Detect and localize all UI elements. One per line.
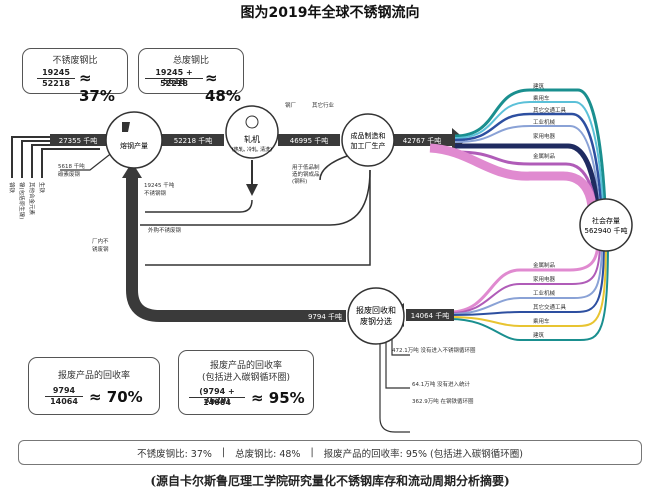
total-scrap-ratio-card: 总废钢比 19245 + 5618 52218 ≈ 48%: [138, 48, 244, 105]
flow-fab-band: [392, 134, 452, 146]
eol-collected-label: 14064 千吨: [411, 311, 450, 320]
node-collection: 报废回收和 废钢分选: [347, 287, 405, 345]
svg-text:成品制造和: 成品制造和: [351, 131, 386, 140]
svg-text:社会存量: 社会存量: [592, 216, 620, 225]
sector-in-labels: 建筑 乘用车 其它交通工具 工业机械 家用电器 金属制品: [533, 82, 567, 160]
card-denominator: 14064: [50, 397, 78, 406]
summary-sep: |: [221, 447, 226, 458]
input-total-label: 27355 千吨: [59, 136, 98, 145]
svg-text:建筑: 建筑: [533, 331, 545, 339]
nonfab-line2: 造的钢成品: [292, 170, 320, 178]
melt-output-label: 52218 千吨: [174, 136, 213, 145]
prompt-scrap-line1: 厂内不: [92, 237, 109, 245]
node-stock: 社会存量 562940 千吨: [579, 198, 633, 252]
flow-rolling-band: [278, 134, 340, 146]
fab-output-label: 42767 千吨: [403, 136, 442, 145]
sectors-out-bundle: [388, 239, 609, 341]
card-result: ≈ 70%: [89, 388, 143, 406]
svg-text:工业机械: 工业机械: [533, 289, 556, 297]
side-labels: 5618 千吨 碳素废钢 19245 千吨 不锈钢钢 钢厂 其它行业 用于低品制…: [58, 101, 335, 253]
mill-scrap-label: 外购不锈废钢: [148, 226, 182, 234]
carbon-scrap-value: 5618 千吨: [58, 162, 85, 170]
card-denominator: 52218: [160, 79, 188, 88]
stainless-scrap-ratio-card: 不锈废钢比 19245 52218 ≈ 37%: [22, 48, 128, 105]
recycling-loop-rate-card: 报废产品的回收率 (包括进入碳钢循环圈) (9794 + 3629) 14064…: [178, 350, 314, 415]
stainless-scrap-value: 19245 千吨: [144, 181, 175, 189]
flow-melt-band: [162, 134, 224, 146]
summary-sep: |: [310, 447, 314, 458]
input-labels: 铬铁 镍(包括原生镍) 其他合金元素 生铁: [8, 182, 46, 219]
card-result: ≈ 95%: [251, 389, 305, 407]
source-caption: (源自卡尔斯鲁厄理工学院研究量化不锈钢库存和流动周期分析摘要): [150, 474, 510, 488]
svg-text:金属制品: 金属制品: [533, 152, 556, 160]
flow-input-band: [50, 134, 108, 146]
svg-text:生铁: 生铁: [38, 182, 46, 194]
card-result: ≈ 37%: [79, 69, 115, 105]
svg-text:其它交通工具: 其它交通工具: [533, 303, 567, 311]
flow-labels: 27355 千吨 52218 千吨 46995 千吨 42767 千吨 9794…: [59, 136, 450, 321]
card-numerator: (9794 + 3629): [199, 387, 235, 405]
card-numerator: 19245: [42, 68, 70, 77]
card-denominator: 52218: [42, 79, 70, 88]
summary-stainless: 不锈废钢比: 37%: [137, 448, 212, 460]
svg-text:工业机械: 工业机械: [533, 118, 556, 126]
loss-labels: 472.1万吨 没有进入不锈钢循环圈 64.1万吨 没有进入统计 362.9万吨…: [392, 346, 476, 405]
card-title: 报废产品的回收率: [57, 371, 130, 381]
diagram-title: 图为2019年全球不锈钢流向: [240, 5, 420, 21]
sectors-in-bundle: [429, 88, 607, 211]
card-denominator: 14064: [203, 398, 231, 407]
svg-text:乘用车: 乘用车: [533, 317, 550, 325]
scrap-return-label: 9794 千吨: [308, 312, 342, 321]
svg-text:(热轧, 冷轧, 清洗): (热轧, 冷轧, 清洗): [232, 146, 272, 153]
node-melting: 熔钢产量: [105, 111, 163, 169]
svg-text:金属制品: 金属制品: [533, 261, 556, 269]
summary-total: 总废钢比: 48%: [235, 448, 301, 460]
svg-text:镍(包括原生镍): 镍(包括原生镍): [18, 182, 26, 219]
summary-bar: 不锈废钢比: 37% | 总废钢比: 48% | 报废产品的回收率: 95% (…: [18, 440, 642, 465]
sector-out-labels: 金属制品 家用电器 工业机械 其它交通工具 乘用车 建筑: [533, 261, 567, 339]
svg-text:64.1万吨 没有进入统计: 64.1万吨 没有进入统计: [412, 380, 470, 388]
other-industry-label: 其它行业: [312, 101, 335, 109]
recycling-rate-card: 报废产品的回收率 9794 14064 ≈ 70%: [28, 357, 160, 415]
nonfab-line3: (钢料): [292, 177, 307, 185]
node-fabrication: 成品制造和 加工厂生产: [341, 113, 395, 167]
summary-recycling: 报废产品的回收率: 95% (包括进入碳钢循环圈): [323, 448, 523, 460]
rolling-output-label: 46995 千吨: [290, 136, 329, 145]
svg-text:铬铁: 铬铁: [8, 182, 16, 194]
svg-text:建筑: 建筑: [533, 82, 545, 90]
svg-text:472.1万吨 没有进入不锈钢循环圈: 472.1万吨 没有进入不锈钢循环圈: [392, 346, 476, 354]
outside-label: 钢厂: [285, 101, 297, 109]
scrap-return-loop: [60, 147, 410, 433]
card-numerator: 19245 + 5618: [155, 68, 193, 86]
svg-text:362.9万吨 在钢铁循环圈: 362.9万吨 在钢铁循环圈: [412, 397, 474, 405]
stainless-scrap-label: 不锈钢钢: [144, 189, 167, 197]
svg-text:轧机: 轧机: [244, 134, 260, 144]
svg-text:562940 千吨: 562940 千吨: [585, 226, 628, 235]
nonfab-line1: 用于低品制: [292, 163, 320, 171]
card-title: 报废产品的回收率: [209, 361, 282, 371]
card-result: ≈ 48%: [205, 69, 241, 105]
prompt-scrap-line2: 锈废钢: [92, 245, 109, 253]
svg-text:废钢分选: 废钢分选: [360, 316, 392, 326]
carbon-scrap-label: 碳素废钢: [58, 170, 81, 178]
svg-text:乘用车: 乘用车: [533, 94, 550, 102]
svg-text:熔钢产量: 熔钢产量: [120, 141, 148, 150]
card-title: 总废钢比: [172, 56, 209, 66]
svg-text:家用电器: 家用电器: [533, 132, 556, 140]
card-numerator: 9794: [52, 386, 76, 395]
card-subtitle: (包括进入碳钢循环圈): [201, 373, 291, 383]
node-rolling: 轧机 (热轧, 冷轧, 清洗): [225, 105, 279, 159]
svg-text:其他合金元素: 其他合金元素: [28, 182, 36, 216]
svg-text:其它交通工具: 其它交通工具: [533, 106, 567, 114]
svg-text:家用电器: 家用电器: [533, 275, 556, 283]
svg-text:报废回收和: 报废回收和: [356, 305, 396, 315]
card-title: 不锈废钢比: [52, 56, 98, 66]
svg-text:加工厂生产: 加工厂生产: [351, 141, 386, 150]
